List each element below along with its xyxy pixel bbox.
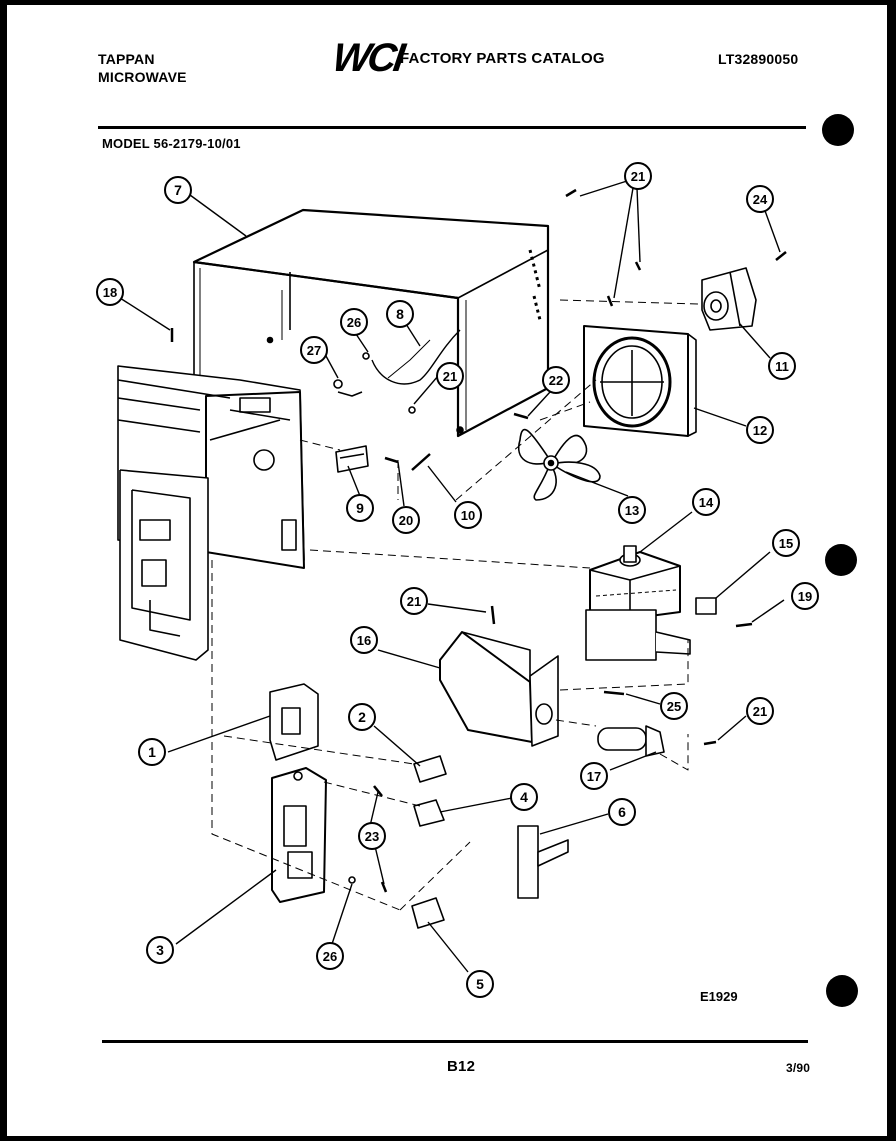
callout-label: 5: [476, 976, 484, 992]
callout-10: 10: [454, 501, 482, 529]
callout-18: 18: [96, 278, 124, 306]
callout-label: 8: [396, 306, 404, 322]
assembly-guides: [211, 299, 701, 911]
binder-hole-top: [822, 114, 854, 146]
callout-label: 1: [148, 744, 156, 760]
revision-date: 3/90: [786, 1061, 811, 1075]
border-left: [0, 0, 7, 1141]
fan-housing: [583, 325, 697, 437]
callout-17: 17: [580, 762, 608, 790]
callout-label: 15: [779, 536, 793, 551]
callout-14: 14: [692, 488, 720, 516]
callout-11: 11: [768, 352, 796, 380]
callout-label: 2: [358, 709, 366, 725]
callout-21: 21: [746, 697, 774, 725]
magnetron: [585, 545, 691, 661]
model-number: MODEL 56-2179-10/01: [102, 136, 241, 151]
callout-label: 21: [443, 369, 457, 384]
callout-16: 16: [350, 626, 378, 654]
capacitor: [597, 690, 717, 757]
callout-27: 27: [300, 336, 328, 364]
callout-label: 21: [407, 594, 421, 609]
footer-rule: [102, 1040, 808, 1043]
callout-4: 4: [510, 783, 538, 811]
callout-label: 13: [625, 503, 639, 518]
callout-23: 23: [358, 822, 386, 850]
header-rule: [98, 126, 806, 129]
callout-13: 13: [618, 496, 646, 524]
callout-15: 15: [772, 529, 800, 557]
callout-21: 21: [436, 362, 464, 390]
callout-label: 16: [357, 633, 371, 648]
callout-label: 12: [753, 423, 767, 438]
interlock-switches: [411, 755, 569, 929]
callout-21: 21: [624, 162, 652, 190]
callout-label: 21: [753, 704, 767, 719]
callout-5: 5: [466, 970, 494, 998]
callout-label: 22: [549, 373, 563, 388]
callout-label: 17: [587, 769, 601, 784]
catalog-number: LT32890050: [718, 51, 799, 67]
callout-label: 19: [798, 589, 812, 604]
callout-24: 24: [746, 185, 774, 213]
callout-2: 2: [348, 703, 376, 731]
page-code: B12: [447, 1058, 476, 1075]
callout-9: 9: [346, 494, 374, 522]
callout-22: 22: [542, 366, 570, 394]
callout-12: 12: [746, 416, 774, 444]
callout-26: 26: [340, 308, 368, 336]
callout-label: 9: [356, 500, 364, 516]
border-bottom: [0, 1136, 896, 1141]
air-duct: [439, 605, 559, 747]
callout-label: 25: [667, 699, 681, 714]
binder-hole-middle: [825, 544, 857, 576]
callout-label: 18: [103, 285, 117, 300]
callout-label: 21: [631, 169, 645, 184]
callout-label: 26: [347, 315, 361, 330]
callout-label: 10: [461, 508, 475, 523]
callout-label: 27: [307, 343, 321, 358]
fan-blade: [517, 428, 601, 501]
oven-chassis: [117, 365, 305, 661]
callout-21: 21: [400, 587, 428, 615]
callout-label: 24: [753, 192, 768, 207]
callout-20: 20: [392, 506, 420, 534]
callout-8: 8: [386, 300, 414, 328]
callout-label: 6: [618, 804, 626, 820]
part-drawings: [117, 188, 787, 929]
callout-label: 7: [174, 182, 182, 198]
callout-label: 23: [365, 829, 379, 844]
callout-label: 4: [520, 789, 528, 805]
callout-3: 3: [146, 936, 174, 964]
callout-25: 25: [660, 692, 688, 720]
callout-19: 19: [791, 582, 819, 610]
small-hardware: [170, 188, 787, 473]
figure-code: E1929: [700, 989, 738, 1004]
leader-lines: [119, 180, 785, 973]
callout-label: 3: [156, 942, 164, 958]
callout-label: 14: [699, 495, 714, 510]
latch-assembly: [269, 683, 388, 903]
thermal-protector: [695, 597, 753, 628]
callout-label: 11: [775, 359, 789, 374]
brand-name: TAPPAN: [98, 51, 155, 67]
callout-7: 7: [164, 176, 192, 204]
callout-26: 26: [316, 942, 344, 970]
callout-label: 20: [399, 513, 413, 528]
callout-6: 6: [608, 798, 636, 826]
callout-1: 1: [138, 738, 166, 766]
callout-label: 26: [323, 949, 337, 964]
catalog-title: FACTORY PARTS CATALOG: [400, 50, 605, 67]
border-right: [887, 0, 896, 1141]
border-top: [0, 0, 896, 5]
binder-hole-bottom: [826, 975, 858, 1007]
fan-motor: [701, 267, 757, 331]
product-name: MICROWAVE: [98, 69, 187, 85]
